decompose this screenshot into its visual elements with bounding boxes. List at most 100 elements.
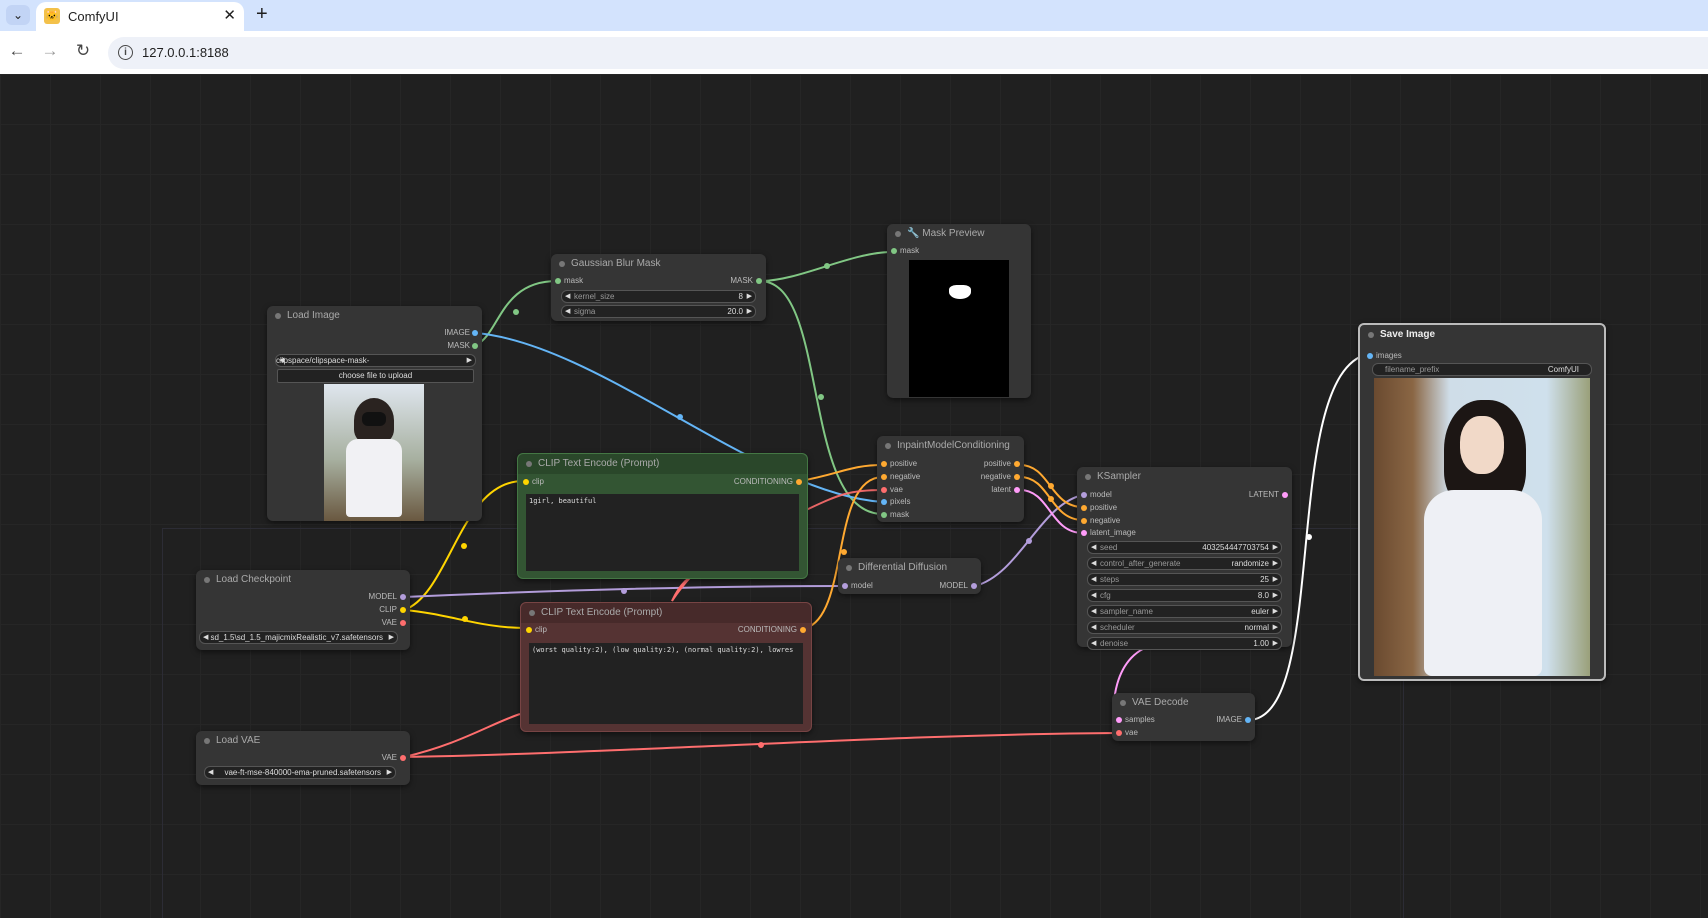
prompt-textarea[interactable]: (worst quality:2), (low quality:2), (nor…	[529, 643, 803, 724]
input-slot-samples[interactable]	[1116, 717, 1122, 723]
node-vae-decode[interactable]: VAE Decode samples vae IMAGE	[1112, 693, 1255, 741]
image-file-select[interactable]: ◀clipspace/clipspace-mask-2598488.699999…	[275, 354, 476, 367]
arrow-right-icon[interactable]: ▶	[746, 293, 752, 300]
collapse-dot[interactable]	[526, 461, 532, 467]
input-slot-images[interactable]	[1367, 353, 1373, 359]
arrow-left-icon[interactable]: ◀	[279, 357, 285, 364]
arrow-left-icon[interactable]: ◀	[1091, 576, 1097, 583]
node-load-image[interactable]: Load Image IMAGE MASK ◀clipspace/clipspa…	[267, 306, 482, 521]
output-slot-mask[interactable]	[756, 278, 762, 284]
address-bar[interactable]: i 127.0.0.1:8188	[108, 37, 1708, 69]
output-slot-mask[interactable]	[472, 343, 478, 349]
collapse-dot[interactable]	[204, 738, 210, 744]
arrow-right-icon[interactable]: ▶	[1272, 576, 1278, 583]
arrow-right-icon[interactable]: ▶	[1272, 640, 1278, 647]
reload-icon[interactable]: ↻	[75, 41, 91, 60]
arrow-right-icon[interactable]: ▶	[746, 308, 752, 315]
input-slot-mask[interactable]	[555, 278, 561, 284]
arrow-right-icon[interactable]: ▶	[388, 634, 394, 641]
output-slot-latent[interactable]	[1282, 492, 1288, 498]
node-load-checkpoint[interactable]: Load Checkpoint MODEL CLIP VAE ◀sd_1.5\s…	[196, 570, 410, 650]
input-slot-clip[interactable]	[523, 479, 529, 485]
arrow-right-icon[interactable]: ▶	[1272, 544, 1278, 551]
arrow-left-icon[interactable]: ◀	[203, 634, 209, 641]
output-slot-image[interactable]	[1245, 717, 1251, 723]
collapse-dot[interactable]	[895, 231, 901, 237]
collapse-dot[interactable]	[1120, 700, 1126, 706]
node-gaussian-blur-mask[interactable]: Gaussian Blur Mask mask MASK ◀kernel_siz…	[551, 254, 766, 321]
vae-select[interactable]: ◀vae-ft-mse-840000-ema-pruned.safetensor…	[204, 766, 396, 779]
input-slot-positive[interactable]	[1081, 505, 1087, 511]
collapse-dot[interactable]	[529, 610, 535, 616]
output-slot-model[interactable]	[971, 583, 977, 589]
chevron-down-icon[interactable]: ⌄	[6, 5, 30, 25]
arrow-left-icon[interactable]: ◀	[565, 308, 571, 315]
node-load-vae[interactable]: Load VAE VAE ◀vae-ft-mse-840000-ema-prun…	[196, 731, 410, 785]
collapse-dot[interactable]	[1368, 332, 1374, 338]
checkpoint-select[interactable]: ◀sd_1.5\sd_1.5_majicmixRealistic_v7.safe…	[199, 631, 398, 644]
input-slot-model[interactable]	[1081, 492, 1087, 498]
output-slot-positive[interactable]	[1014, 461, 1020, 467]
node-ksampler[interactable]: KSampler model positive negative latent_…	[1077, 467, 1292, 650]
input-slot-negative[interactable]	[1081, 518, 1087, 524]
prompt-textarea[interactable]: 1girl, beautiful	[526, 494, 799, 571]
output-slot-vae[interactable]	[400, 620, 406, 626]
input-slot-model[interactable]	[842, 583, 848, 589]
arrow-right-icon[interactable]: ▶	[386, 769, 392, 776]
back-arrow-icon[interactable]: ←	[8, 41, 26, 60]
output-slot-negative[interactable]	[1014, 474, 1020, 480]
collapse-dot[interactable]	[559, 261, 565, 267]
arrow-left-icon[interactable]: ◀	[1091, 640, 1097, 647]
output-slot-model[interactable]	[400, 594, 406, 600]
input-slot-mask[interactable]	[891, 248, 897, 254]
arrow-left-icon[interactable]: ◀	[1091, 592, 1097, 599]
url-text[interactable]: 127.0.0.1:8188	[142, 45, 229, 60]
arrow-right-icon[interactable]: ▶	[1272, 608, 1278, 615]
collapse-dot[interactable]	[846, 565, 852, 571]
collapse-dot[interactable]	[204, 577, 210, 583]
node-differential-diffusion[interactable]: Differential Diffusion model MODEL	[838, 558, 981, 594]
arrow-right-icon[interactable]: ▶	[1272, 592, 1278, 599]
node-graph-canvas[interactable]: Load Image IMAGE MASK ◀clipspace/clipspa…	[0, 74, 1708, 918]
output-slot-clip[interactable]	[400, 607, 406, 613]
output-slot-latent[interactable]	[1014, 487, 1020, 493]
input-slot-mask[interactable]	[881, 512, 887, 518]
arrow-right-icon[interactable]: ▶	[466, 357, 472, 364]
input-slot-vae[interactable]	[881, 487, 887, 493]
arrow-left-icon[interactable]: ◀	[1091, 544, 1097, 551]
input-slot-vae[interactable]	[1116, 730, 1122, 736]
upload-button[interactable]: choose file to upload	[277, 369, 474, 383]
output-slot-vae[interactable]	[400, 755, 406, 761]
input-slot-pixels[interactable]	[881, 499, 887, 505]
close-icon[interactable]: ✕	[223, 7, 236, 24]
arrow-left-icon[interactable]: ◀	[1091, 608, 1097, 615]
arrow-right-icon[interactable]: ▶	[1272, 560, 1278, 567]
arrow-left-icon[interactable]: ◀	[1091, 624, 1097, 631]
info-icon[interactable]: i	[118, 45, 133, 60]
node-inpaint-model-conditioning[interactable]: InpaintModelConditioning positive negati…	[877, 436, 1024, 522]
input-slot-positive[interactable]	[881, 461, 887, 467]
arrow-left-icon[interactable]: ◀	[565, 293, 571, 300]
arrow-right-icon[interactable]: ▶	[1272, 624, 1278, 631]
node-mask-preview[interactable]: 🔧 Mask Preview mask	[887, 224, 1031, 398]
output-slot-conditioning[interactable]	[800, 627, 806, 633]
output-slot-conditioning[interactable]	[796, 479, 802, 485]
node-clip-text-encode-negative[interactable]: CLIP Text Encode (Prompt) clip CONDITION…	[520, 602, 812, 732]
collapse-dot[interactable]	[275, 313, 281, 319]
input-slot-clip[interactable]	[526, 627, 532, 633]
collapse-dot[interactable]	[1085, 474, 1091, 480]
input-slot-negative[interactable]	[881, 474, 887, 480]
arrow-left-icon[interactable]: ◀	[1091, 560, 1097, 567]
node-clip-text-encode-positive[interactable]: CLIP Text Encode (Prompt) clip CONDITION…	[517, 453, 808, 579]
